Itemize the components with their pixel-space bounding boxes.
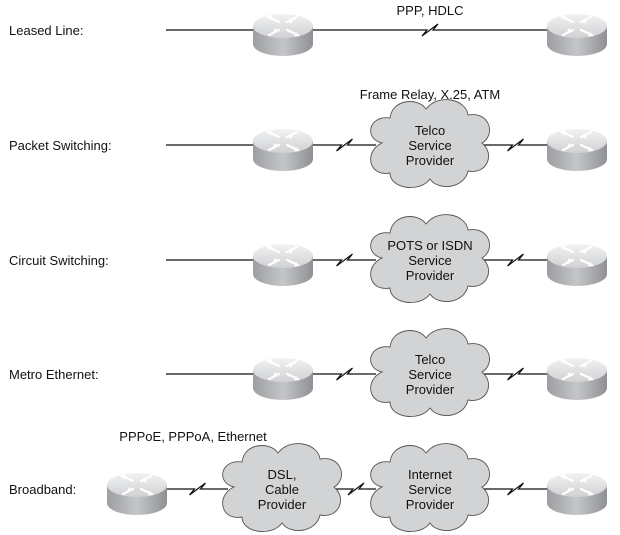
serial-link: [167, 482, 228, 496]
cloud-label: Provider: [258, 497, 307, 512]
router-icon: [251, 242, 315, 288]
serial-link: [313, 253, 376, 267]
cloud-label: Service: [408, 482, 451, 497]
cloud-label: Provider: [406, 268, 455, 283]
row-label: Circuit Switching:: [9, 253, 109, 268]
cloud-label: Service: [408, 367, 451, 382]
cloud-shape: [370, 328, 490, 417]
serial-link: [484, 482, 547, 496]
router-icon: [251, 12, 315, 58]
serial-link: [313, 367, 376, 381]
cloud-label: Provider: [406, 382, 455, 397]
cloud-shape: [370, 99, 490, 188]
cloud-label: Telco: [415, 123, 445, 138]
router-icon: [545, 356, 609, 402]
wan-row: Metro Ethernet:EthernetTelcoServiceProvi…: [9, 328, 609, 417]
router-icon: [545, 242, 609, 288]
cloud-label: Internet: [408, 467, 452, 482]
wan-row: Circuit Switching:PPP, HDLCPOTS or ISDNS…: [9, 214, 609, 303]
protocol-label: Frame Relay, X.25, ATM: [360, 87, 500, 102]
router-icon: [545, 471, 609, 517]
row-label: Packet Switching:: [9, 138, 112, 153]
serial-link: [313, 23, 547, 37]
serial-link: [484, 367, 547, 381]
wan-row: Packet Switching:Frame Relay, X.25, ATMT…: [9, 87, 609, 188]
cloud-label: DSL,: [268, 467, 297, 482]
serial-link: [313, 138, 376, 152]
row-label: Leased Line:: [9, 23, 83, 38]
protocol-label: PPPoE, PPPoA, Ethernet: [119, 429, 267, 444]
cloud-shape: [370, 214, 490, 303]
protocol-label: PPP, HDLC: [397, 3, 464, 18]
serial-link: [336, 482, 376, 496]
cloud-label: POTS or ISDN: [387, 238, 472, 253]
cloud-label: Service: [408, 138, 451, 153]
wan-row: Broadband:PPPoE, PPPoA, EthernetDSL,Cabl…: [9, 429, 609, 532]
row-label: Metro Ethernet:: [9, 367, 99, 382]
row-label: Broadband:: [9, 482, 76, 497]
cloud-label: Service: [408, 253, 451, 268]
router-icon: [545, 127, 609, 173]
router-icon: [105, 471, 169, 517]
cloud-label: Provider: [406, 497, 455, 512]
cloud-label: Cable: [265, 482, 299, 497]
serial-link: [484, 138, 547, 152]
cloud-label: Provider: [406, 153, 455, 168]
cloud-label: Telco: [415, 352, 445, 367]
serial-link: [484, 253, 547, 267]
router-icon: [251, 356, 315, 402]
router-icon: [545, 12, 609, 58]
wan-row: Leased Line: PPP, HDLC: [9, 3, 609, 58]
cloud-shape: [222, 443, 342, 532]
router-icon: [251, 127, 315, 173]
cloud-shape: [370, 443, 490, 532]
